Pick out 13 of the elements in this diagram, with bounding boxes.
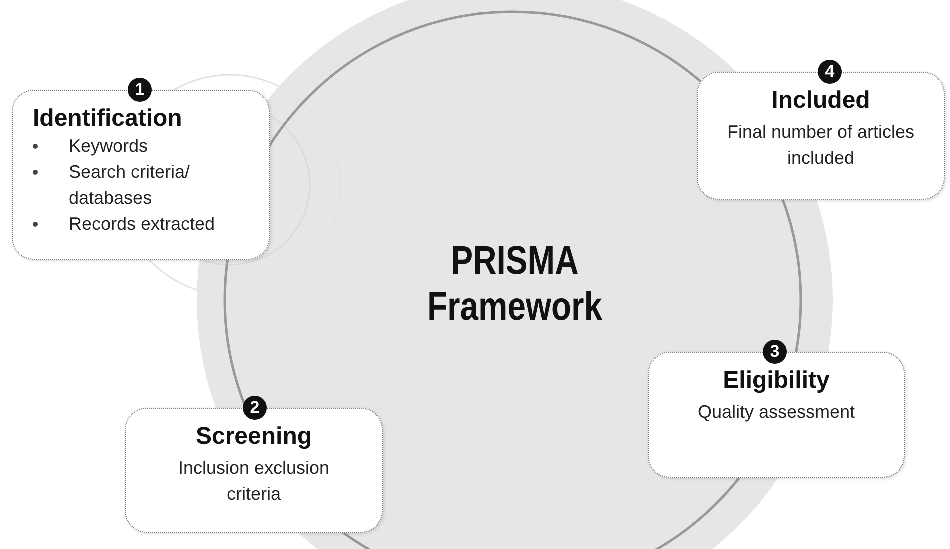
heading: Screening	[194, 423, 314, 451]
body-text: Inclusion exclusion criteria	[177, 457, 331, 506]
heading: Eligibility	[722, 367, 831, 395]
heading: Included	[770, 87, 872, 115]
bullet-item: Records extracted	[69, 213, 216, 236]
body-text: Final number of articles included	[727, 121, 915, 170]
heading: Identification	[32, 105, 184, 133]
bullet-item: Search criteria/ databases	[69, 161, 192, 210]
number-badge: 1	[128, 78, 152, 102]
bullet-item: Keywords	[69, 135, 150, 158]
body-text: Quality assessment	[696, 401, 856, 424]
number-badge: 4	[818, 60, 842, 84]
title-text: PRISMA Framework	[426, 238, 604, 330]
